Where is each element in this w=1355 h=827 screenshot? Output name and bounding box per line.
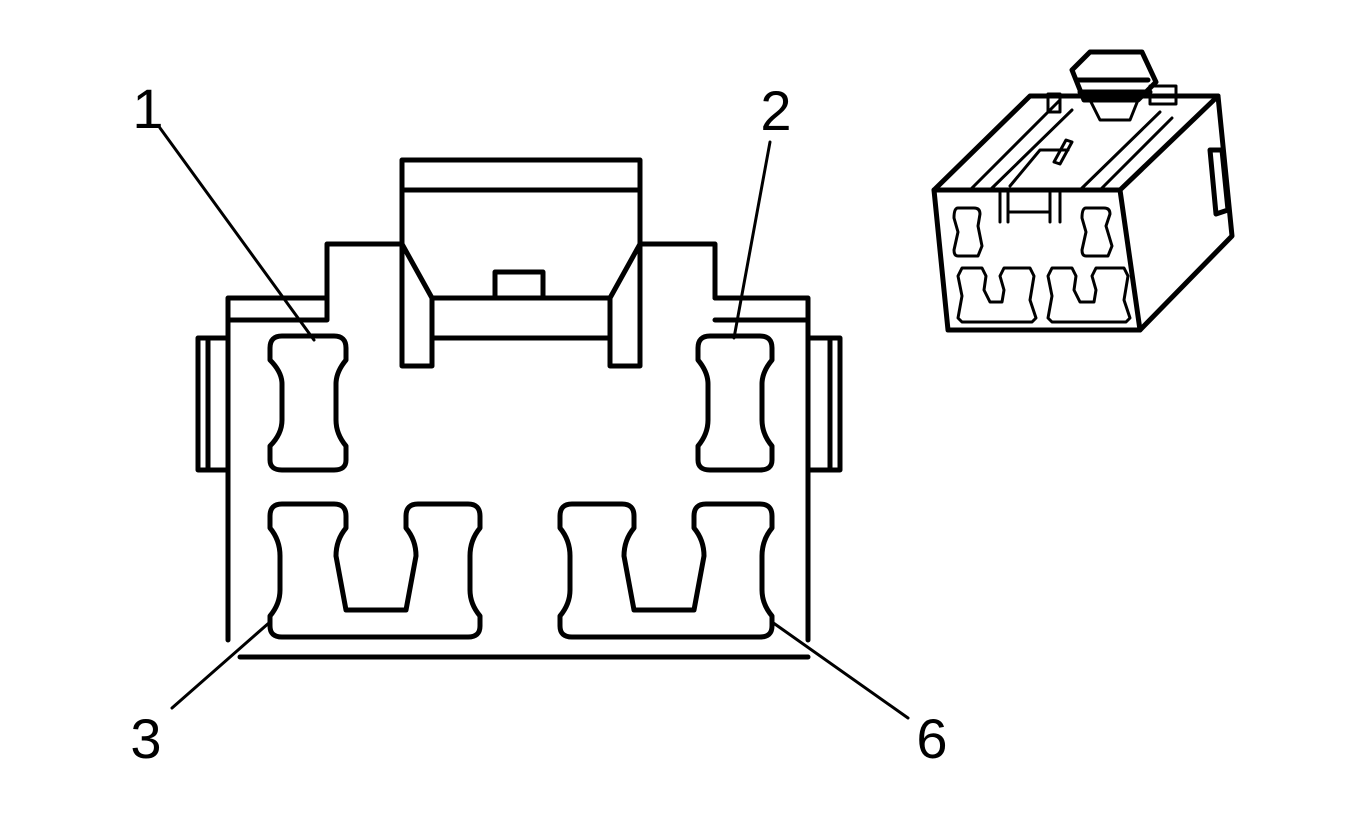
callout-label-1: 1 xyxy=(132,77,163,140)
iso-terminal-cavity-3 xyxy=(956,266,1038,324)
iso-terminal-cavity-1 xyxy=(952,206,984,258)
iso-terminal-cavity-2 xyxy=(1080,206,1114,258)
connector-face-view: 1 2 3 6 xyxy=(130,77,947,770)
callout-label-3: 3 xyxy=(130,707,161,770)
iso-side-tab xyxy=(1207,147,1231,217)
right-side-tab xyxy=(805,335,843,473)
iso-front-top-edge xyxy=(931,93,1221,333)
iso-housing-outline xyxy=(931,93,1235,333)
iso-top-ridges xyxy=(968,98,1174,224)
terminal-cavity-3 xyxy=(267,501,483,640)
leader-line-2 xyxy=(732,140,772,340)
latch-release-button xyxy=(492,269,546,301)
iso-latch xyxy=(1069,49,1159,103)
connector-housing xyxy=(225,295,811,643)
iso-latch-supports xyxy=(1046,84,1178,122)
locking-latch xyxy=(399,157,643,369)
callout-label-2: 2 xyxy=(760,79,791,142)
terminal-cavity-2 xyxy=(695,333,775,473)
top-shoulder xyxy=(324,241,718,301)
leader-line-6 xyxy=(770,620,910,720)
connector-isometric-view xyxy=(931,49,1235,333)
terminal-cavity-1 xyxy=(267,333,349,473)
left-side-tab xyxy=(195,335,231,473)
iso-center-channel xyxy=(1006,148,1070,214)
terminal-cavity-6 xyxy=(557,501,775,640)
iso-terminal-cavity-6 xyxy=(1046,266,1132,324)
callout-label-6: 6 xyxy=(916,707,947,770)
leader-line-3 xyxy=(170,620,272,710)
iso-center-slot xyxy=(1052,138,1074,166)
leader-line-1 xyxy=(158,126,316,342)
